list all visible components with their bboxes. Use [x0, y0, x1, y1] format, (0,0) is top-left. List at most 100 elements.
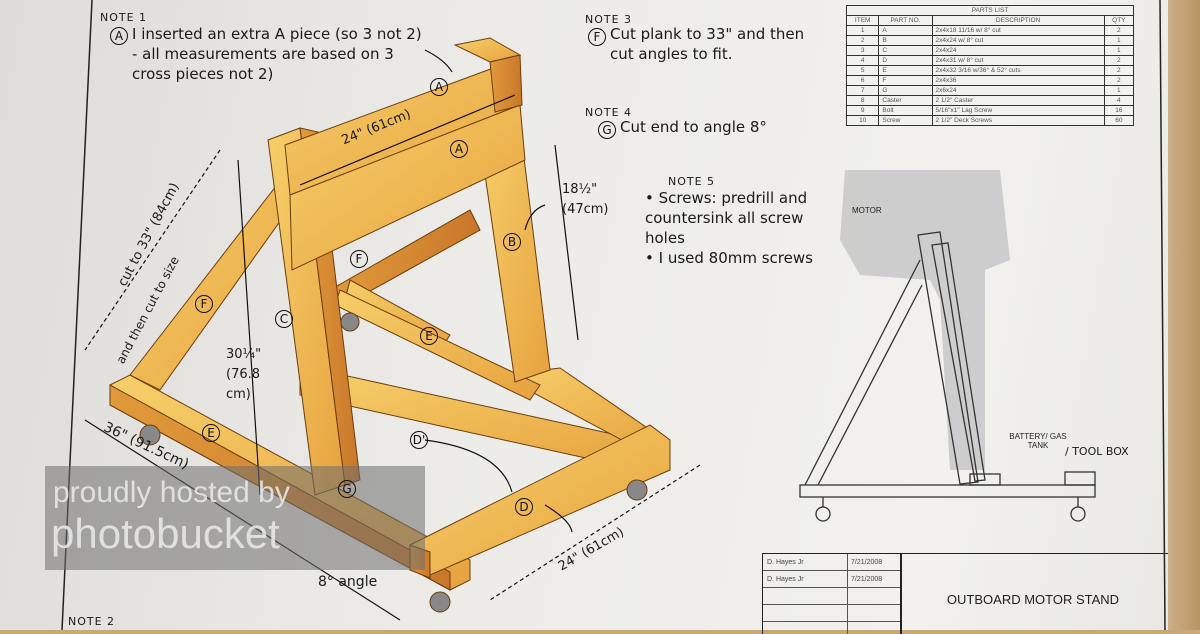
- part-label-d-prime: D': [410, 431, 428, 449]
- note5-item-text: I used 80mm screws: [658, 249, 813, 267]
- qty-cell: 4: [1103, 95, 1135, 106]
- description-cell: 2 1/2" Caster: [931, 95, 1105, 106]
- description-cell: 2x4x36: [931, 75, 1105, 86]
- blank-row: [763, 588, 900, 605]
- description-cell: 2 1/2" Deck Screws: [931, 115, 1105, 126]
- item-cell: 9: [845, 105, 880, 116]
- note5-item: • Screws: predrill and countersink all s…: [645, 189, 808, 247]
- part-label-e: E: [202, 424, 220, 442]
- part-no-cell: C: [878, 45, 933, 56]
- note3-heading: NOTE 3: [585, 13, 633, 26]
- watermark-line2: photobucket: [51, 510, 280, 557]
- frame-line: [1159, 0, 1166, 630]
- part-label-a: A: [450, 140, 468, 158]
- dim-overall-height: 30¼" (76.8 cm): [226, 347, 262, 402]
- checked-date: 7/21/2008: [851, 576, 883, 583]
- parts-list-table: PARTS LIST ITEM PART NO. DESCRIPTION QTY…: [845, 5, 1135, 126]
- note1-text: I inserted an extra A piece (so 3 not 2)…: [132, 25, 422, 83]
- table-surface: [1168, 0, 1200, 630]
- item-cell: 8: [845, 95, 880, 106]
- col-qty: QTY: [1103, 15, 1135, 26]
- part-no-cell: F: [878, 75, 933, 86]
- checked-row: D. Hayes Jr 7/21/2008: [763, 571, 900, 588]
- qty-cell: 2: [1103, 55, 1135, 66]
- description-cell: 2x6x24: [931, 85, 1105, 96]
- qty-cell: 60: [1103, 115, 1135, 126]
- item-cell: 6: [845, 75, 880, 86]
- description-cell: 2x4x32 3/16 w/36° & 52° cuts: [931, 65, 1105, 76]
- part-label-b: B: [503, 233, 521, 251]
- col-item: ITEM: [845, 15, 880, 26]
- note1-marker: A: [110, 27, 128, 45]
- col-description: DESCRIPTION: [931, 15, 1105, 26]
- item-cell: 4: [845, 55, 880, 66]
- qty-cell: 1: [1103, 45, 1135, 56]
- drawn-row: D. Hayes Jr 7/21/2008: [763, 554, 900, 571]
- qty-cell: 16: [1103, 105, 1135, 116]
- note4-heading: NOTE 4: [585, 106, 633, 119]
- qty-cell: 2: [1103, 75, 1135, 86]
- watermark-line1: proudly hosted by: [53, 476, 290, 509]
- part-no-cell: A: [878, 25, 933, 36]
- description-cell: 2x4x31 w/ 8° cut: [931, 55, 1105, 66]
- part-no-cell: E: [878, 65, 933, 76]
- note2-heading: NOTE 2: [68, 615, 116, 628]
- drawn-date: 7/21/2008: [851, 559, 883, 566]
- photobucket-watermark: proudly hosted by photobucket: [45, 466, 425, 570]
- toolbox-label: / TOOL BOX: [1065, 445, 1129, 458]
- item-cell: 5: [845, 65, 880, 76]
- blank-row: [763, 605, 900, 622]
- note3-marker: F: [588, 28, 606, 46]
- part-label-c: C: [275, 310, 293, 328]
- dim-upright-height: 18½" (47cm): [562, 182, 609, 217]
- part-no-cell: D: [878, 55, 933, 66]
- note5-heading: NOTE 5: [668, 175, 716, 188]
- note4-text: Cut end to angle 8°: [620, 118, 767, 136]
- part-label-g: G: [338, 480, 356, 498]
- part-label-f: F: [195, 295, 213, 313]
- item-cell: 10: [845, 115, 880, 126]
- title-block: D. Hayes Jr 7/21/2008 D. Hayes Jr 7/21/200…: [762, 553, 1168, 634]
- part-no-cell: Screw: [878, 115, 933, 126]
- col-part-no: PART NO.: [878, 15, 933, 26]
- part-label-a: A: [430, 78, 448, 96]
- checked-by: D. Hayes Jr: [767, 576, 804, 583]
- part-no-cell: B: [878, 35, 933, 46]
- part-label-d: D: [515, 498, 533, 516]
- dim-angle: 8° angle: [318, 574, 378, 590]
- item-cell: 3: [845, 45, 880, 56]
- motor-label: MOTOR: [852, 206, 882, 215]
- battery-label: BATTERY/ GAS TANK: [1009, 432, 1067, 450]
- qty-cell: 1: [1103, 85, 1135, 96]
- part-no-cell: Bolt: [878, 105, 933, 116]
- part-label-f: F: [350, 250, 368, 268]
- part-no-cell: Caster: [878, 95, 933, 106]
- note5-item: • I used 80mm screws: [645, 249, 813, 267]
- part-label-e: E: [420, 327, 438, 345]
- description-cell: 2x4x24 w/ 8° cut: [931, 35, 1105, 46]
- qty-cell: 1: [1103, 35, 1135, 46]
- motor-silhouette: [840, 170, 1010, 470]
- side-view-stand: [799, 231, 1096, 522]
- note1-heading: NOTE 1: [100, 11, 148, 24]
- parts-list-title: PARTS LIST: [846, 5, 1134, 16]
- description-cell: 2x4x24: [931, 45, 1105, 56]
- qty-cell: 2: [1103, 65, 1135, 76]
- item-cell: 1: [845, 25, 880, 36]
- description-cell: 5/16"x1" Lag Screw: [931, 105, 1105, 116]
- item-cell: 2: [845, 35, 880, 46]
- part-no-cell: G: [878, 85, 933, 96]
- note4-marker: G: [598, 121, 616, 139]
- drawn-by: D. Hayes Jr: [767, 559, 804, 566]
- item-cell: 7: [845, 85, 880, 96]
